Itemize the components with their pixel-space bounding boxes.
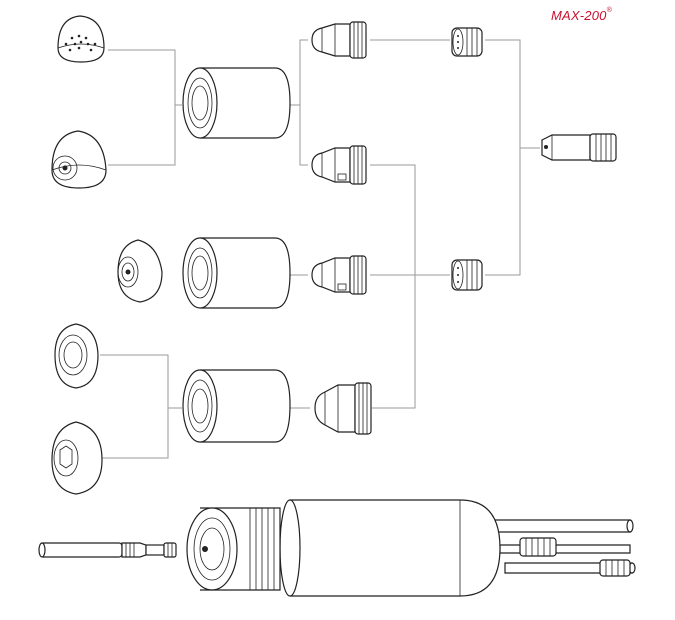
shield-open-ring — [54, 323, 99, 389]
nozzle-4 — [314, 382, 372, 435]
swirl-ring-1 — [451, 27, 483, 57]
retaining-cap-2 — [182, 237, 291, 309]
swirl-ring-2 — [451, 259, 483, 291]
torch-body — [186, 499, 636, 597]
registered-mark: ® — [606, 7, 612, 14]
nozzle-2 — [311, 145, 367, 185]
shield-dome-hole — [51, 130, 107, 189]
retaining-cap-3 — [182, 369, 291, 443]
shield-hex — [51, 421, 103, 495]
nozzle-1 — [311, 21, 367, 59]
removal-tool — [38, 542, 177, 558]
retaining-cap-1 — [182, 67, 291, 139]
product-title: MAX-200® — [551, 7, 612, 23]
nozzle-3 — [311, 255, 367, 295]
electrode — [541, 133, 617, 162]
product-name: MAX-200 — [551, 8, 607, 23]
shield-vented-dome — [57, 15, 105, 63]
shield-conical — [117, 239, 163, 303]
connector-lines — [100, 39, 540, 459]
